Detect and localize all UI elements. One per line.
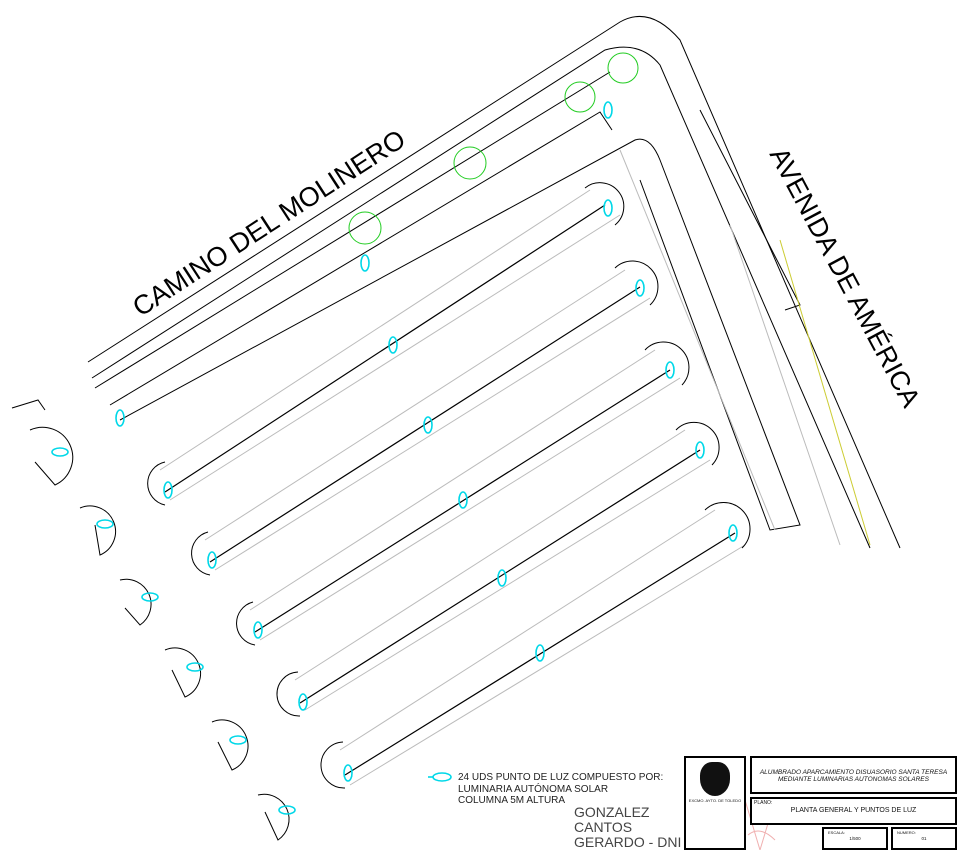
light-points	[51, 101, 738, 815]
luminaire-icon	[278, 805, 296, 815]
legend-line-1: 24 UDS PUNTO DE LUZ COMPUESTO POR:	[458, 772, 664, 783]
escala-label: ESCALA:	[828, 830, 845, 835]
luminaire-icon	[665, 361, 675, 379]
project-box: ALUMBRADO APARCAMIENTO DISUASORIO SANTA …	[750, 756, 957, 794]
signature-line-2: CANTOS	[574, 819, 633, 835]
plano-label: PLANO:	[754, 800, 773, 806]
luminaire-icon	[343, 764, 353, 782]
luminaire-icon	[96, 519, 114, 529]
seal-caption: EXCMO. AYTO. DE TOLEDO	[688, 798, 742, 803]
plano-box: PLANO: PLANTA GENERAL Y PUNTOS DE LUZ	[750, 797, 957, 825]
legend-luminaire-icon	[428, 772, 452, 782]
legend-line-3: COLUMNA 5M ALTURA	[458, 795, 566, 806]
plano-title: PLANTA GENERAL Y PUNTOS DE LUZ	[790, 807, 917, 814]
luminaire-icon	[388, 336, 398, 354]
luminaire-icon	[458, 491, 468, 509]
parking-rows	[159, 189, 746, 786]
coat-of-arms-icon	[700, 762, 730, 796]
project-title-line-1: ALUMBRADO APARCAMIENTO DISUASORIO SANTA …	[759, 769, 948, 776]
luminaire-icon	[229, 735, 247, 745]
luminaire-icon	[497, 569, 507, 587]
luminaire-icon	[51, 447, 69, 457]
legend-line-2: LUMINARIA AUTÓNOMA SOLAR	[458, 783, 609, 795]
luminaire-icon	[163, 481, 173, 499]
numero-value: 01	[921, 836, 927, 841]
luminaire-icon	[298, 693, 308, 711]
digital-signature: GONZALEZ CANTOS GERARDO - DNI	[574, 805, 681, 850]
luminaire-icon	[423, 416, 433, 434]
signature-line-3: GERARDO - DNI	[574, 834, 682, 850]
luminaire-icon	[207, 551, 217, 569]
row-end-caps	[11, 182, 751, 841]
trees	[348, 52, 639, 245]
luminaire-icon	[535, 644, 545, 662]
luminaire-icon	[728, 524, 738, 542]
numero-box: NUMERO: 01	[891, 827, 957, 850]
numero-label: NUMERO:	[897, 830, 916, 835]
legend: 24 UDS PUNTO DE LUZ COMPUESTO POR: LUMIN…	[458, 772, 663, 807]
luminaire-icon	[603, 101, 613, 119]
seal-box: EXCMO. AYTO. DE TOLEDO	[684, 756, 746, 850]
signature-line-1: GONZALEZ	[574, 804, 650, 820]
luminaire-icon	[603, 199, 613, 217]
luminaire-icon	[115, 409, 125, 427]
camino-road	[87, 15, 901, 549]
escala-value: 1/500	[849, 836, 861, 841]
luminaire-icon	[695, 441, 705, 459]
luminaire-icon	[635, 279, 645, 297]
luminaire-icon	[186, 662, 204, 672]
luminaire-icon	[141, 592, 159, 602]
escala-box: ESCALA: 1/500	[822, 827, 888, 850]
luminaire-icon	[253, 621, 263, 639]
luminaire-icon	[360, 254, 370, 272]
project-title-line-2: MEDIANTE LUMINARIAS AUTONOMAS SOLARES	[778, 776, 929, 783]
